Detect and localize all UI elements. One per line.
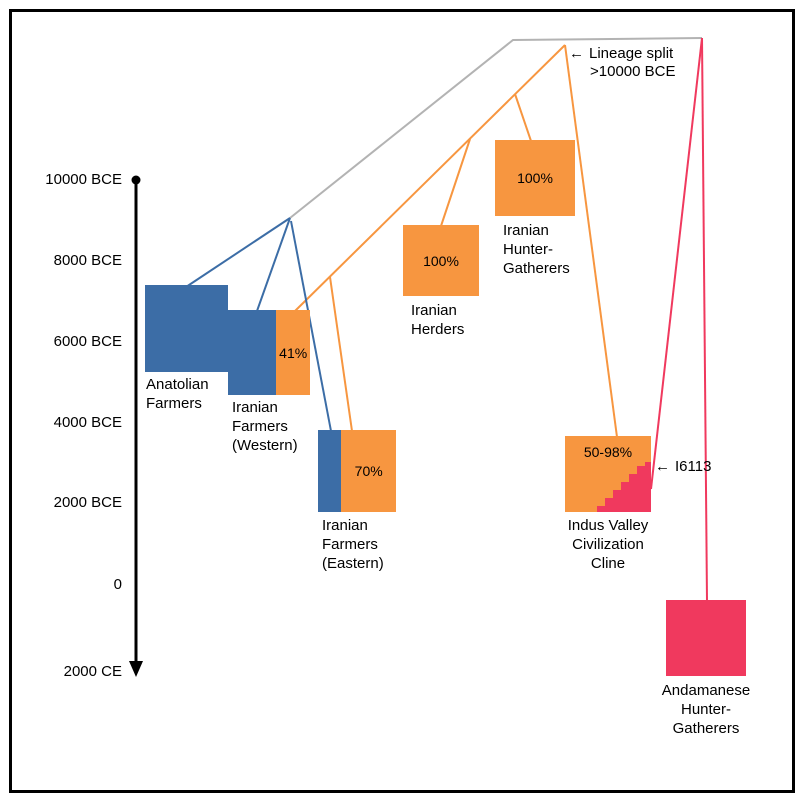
iranian-farmers-western-percentage: 41% — [279, 344, 308, 361]
anatolian-branch-line — [185, 217, 291, 288]
label-line: Cline — [590, 555, 626, 572]
timeline-tick-10000bce: 10000 BCE — [45, 171, 122, 188]
iranian-trunk-line — [294, 44, 566, 312]
label-line: Farmers — [232, 418, 288, 435]
timeline-tick-2000ce: 2000 CE — [63, 663, 122, 680]
indus-valley-percentage: 50-98% — [583, 444, 633, 460]
label-line: Iranian — [411, 302, 457, 319]
eastern-orange-segment: 70% — [341, 430, 396, 512]
label-line: Indus Valley — [567, 517, 649, 534]
iranian-farmers-eastern-box: 70% — [318, 430, 396, 512]
andamanese-hunter-gatherers-label: Andamanese Hunter- Gatherers — [656, 681, 756, 738]
iranian-east-orange-branch-line — [329, 276, 353, 432]
timeline-arrowhead-icon — [129, 661, 143, 677]
iranian-farmers-western-box: 41% — [228, 310, 310, 395]
indus-valley-label: Indus Valley Civilization Cline — [558, 516, 658, 573]
anatolian-farmers-label: Anatolian Farmers — [146, 375, 209, 413]
indus-aasi-pink-region — [597, 462, 651, 512]
andamanese-hunter-gatherers-box — [666, 600, 746, 676]
timeline-tick-4000bce: 4000 BCE — [53, 414, 122, 431]
timeline-tick-6000bce: 6000 BCE — [53, 333, 122, 350]
lineage-split-line1: ← Lineage split — [569, 45, 675, 63]
iranian-hunter-gatherers-box: 100% — [495, 140, 575, 216]
iranian-farmers-western-label: Iranian Farmers (Western) — [232, 398, 298, 455]
lineage-split-line2: >10000 BCE — [590, 63, 676, 80]
label-line: (Eastern) — [322, 555, 384, 572]
label-line: Anatolian — [146, 376, 209, 393]
diagram-border — [9, 9, 795, 793]
label-line: Farmers — [146, 395, 202, 412]
i6113-label: I6113 — [675, 458, 712, 475]
lineage-split-text: Lineage split — [589, 45, 674, 62]
indus-aasi-branch-line — [650, 37, 703, 490]
label-line: Iranian — [322, 517, 368, 534]
anatolian-farmers-box — [145, 285, 228, 372]
timeline-tick-8000bce: 8000 BCE — [53, 252, 122, 269]
label-line: Hunter- — [680, 701, 732, 718]
iranian-farmers-eastern-label: Iranian Farmers (Eastern) — [322, 516, 384, 573]
left-arrow-icon: ← — [655, 458, 670, 475]
iranian-hg-percentage: 100% — [517, 170, 553, 186]
timeline-tick-0: 0 — [113, 576, 122, 593]
timeline-axis — [129, 175, 143, 677]
iranian-herders-box: 100% — [403, 225, 479, 296]
iranian-west-blue-branch-line — [256, 217, 291, 312]
i6113-annotation: ← I6113 — [655, 458, 711, 476]
label-line: Civilization — [572, 536, 644, 553]
deep-lineage-line — [289, 37, 703, 219]
pink-stair-shape — [597, 462, 651, 512]
western-blue-segment — [228, 310, 277, 395]
label-line: Herders — [411, 321, 465, 338]
indus-orange-branch-line — [564, 44, 618, 438]
iranian-hunter-gatherers-label: Iranian Hunter- Gatherers — [503, 221, 570, 278]
label-line: Gatherers — [672, 720, 740, 737]
iranian-herders-branch-line — [440, 138, 471, 227]
label-line: Andamanese — [661, 682, 751, 699]
indus-valley-box: 50-98% — [565, 436, 651, 512]
iranian-herders-label: Iranian Herders — [411, 301, 464, 339]
eastern-blue-segment — [318, 430, 342, 512]
timeline-tick-2000bce: 2000 BCE — [53, 494, 122, 511]
iranian-farmers-eastern-percentage: 70% — [354, 463, 383, 479]
andamanese-lineage-line — [701, 37, 708, 602]
iranian-hg-branch-line — [514, 93, 532, 142]
iranian-herders-percentage: 100% — [423, 252, 459, 269]
lineage-split-annotation: ← Lineage split >10000 BCE — [569, 45, 675, 81]
iranian-east-blue-branch-line — [290, 220, 332, 432]
label-line: Farmers — [322, 536, 378, 553]
label-line: Hunter- — [503, 241, 554, 258]
western-orange-segment: 41% — [276, 310, 310, 395]
left-arrow-icon: ← — [569, 45, 584, 62]
label-line: (Western) — [232, 437, 298, 454]
label-line: Iranian — [503, 222, 549, 239]
label-line: Iranian — [232, 399, 278, 416]
label-line: Gatherers — [503, 260, 570, 277]
